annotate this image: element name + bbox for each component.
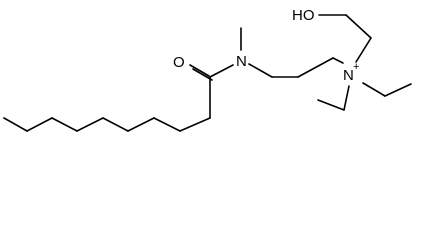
bond-ethyl-right-1 — [362, 82, 386, 97]
bond-hydroxyethyl-2 — [345, 14, 372, 39]
bond-linker-1 — [248, 63, 273, 78]
bond-chain-4 — [76, 117, 104, 132]
bond-ethyl-down-1 — [343, 85, 350, 111]
bond-linker-4 — [332, 57, 344, 64]
bond-chain-5 — [102, 117, 129, 132]
structure-diagram: O N N + HO — [3, 7, 412, 132]
amide-nitrogen-label: N — [236, 53, 247, 70]
bond-chain-3 — [51, 117, 78, 132]
bond-chain-8 — [179, 117, 211, 132]
bond-chain-2 — [26, 117, 53, 132]
bond-carbonyl-n — [209, 64, 234, 78]
bond-chain-1 — [3, 117, 28, 132]
oxygen-atom-label: O — [173, 54, 185, 71]
bond-carbonyl-1 — [189, 64, 210, 77]
bond-chain-7 — [153, 117, 181, 132]
ammonium-charge-label: + — [353, 61, 359, 73]
ammonium-nitrogen-label: N — [343, 67, 354, 84]
bond-chain-6 — [127, 117, 155, 132]
bond-ethyl-right-2 — [384, 83, 412, 97]
hydroxyl-label: HO — [292, 7, 315, 24]
bond-ethyl-down-2 — [317, 99, 345, 111]
bond-linker-3 — [297, 57, 334, 78]
bond-hydroxyethyl-1 — [355, 37, 372, 63]
bond-carbonyl-2 — [192, 68, 213, 81]
